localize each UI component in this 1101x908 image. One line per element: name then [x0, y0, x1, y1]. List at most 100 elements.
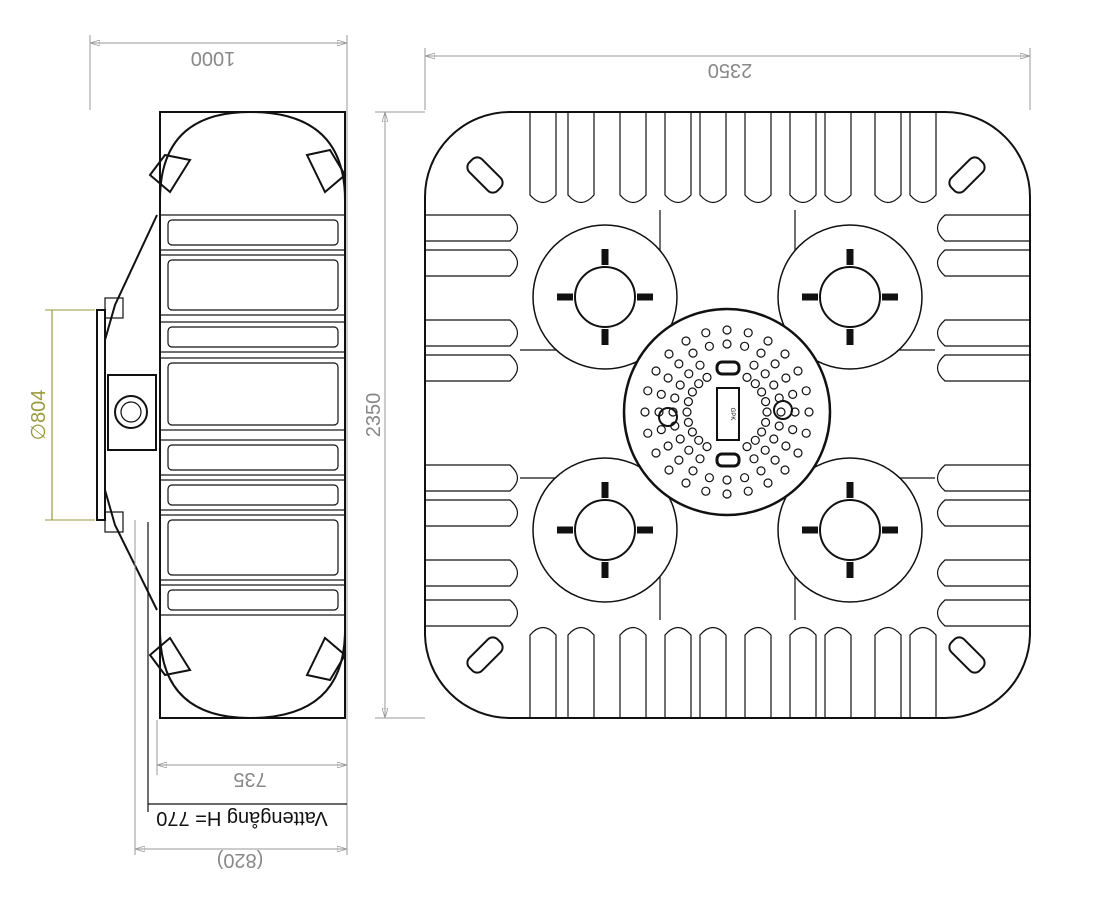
vent-hole: [769, 434, 779, 444]
lid-handle[interactable]: [715, 452, 741, 468]
lid-handle[interactable]: [715, 360, 741, 376]
vent-hole: [675, 434, 685, 444]
rib-channel-top: [909, 112, 937, 204]
rib-channel-right: [936, 499, 1030, 527]
sump-inner: [819, 499, 881, 561]
vent-hole: [704, 473, 715, 483]
vent-hole: [756, 427, 767, 437]
vent-hole: [674, 455, 684, 465]
rib-channel-right: [936, 559, 1030, 587]
rib-channel-bottom: [567, 626, 595, 718]
vent-hole: [750, 435, 760, 445]
vent-hole: [780, 465, 790, 475]
lifting-lug: [148, 636, 192, 677]
rib-channel-left: [425, 464, 519, 492]
vent-hole: [684, 445, 694, 455]
rib-channel-bottom: [789, 626, 817, 718]
vent-hole: [663, 441, 673, 451]
rib-channel-right: [936, 354, 1030, 382]
manhole-lid: [622, 307, 832, 517]
side-view-body-outline: [159, 111, 346, 719]
vent-hole: [756, 466, 766, 476]
vent-hole: [770, 455, 780, 465]
vent-hole: [762, 407, 772, 417]
vent-hole: [750, 379, 760, 389]
inlet-pipe: [114, 395, 148, 429]
side-rib: [159, 514, 346, 581]
side-view-dimensions: 1000 735 Vattengång H= 770 (820) ∅804: [28, 35, 348, 871]
vent-hole: [656, 389, 666, 399]
vent-hole: [722, 339, 732, 349]
vent-hole: [749, 454, 759, 464]
rib-channel-right: [936, 319, 1030, 347]
vent-hole: [695, 360, 705, 370]
corner-lug: [948, 636, 986, 674]
corner-lug: [466, 156, 504, 194]
vent-hole: [668, 407, 678, 417]
vent-hole: [651, 448, 661, 458]
vent-hole: [694, 379, 704, 389]
side-view: [96, 110, 347, 720]
rib-channel-top: [744, 112, 772, 204]
vent-hole: [801, 428, 811, 438]
vent-hole: [683, 417, 694, 427]
vent-hole: [702, 372, 712, 382]
side-rib-inner: [167, 219, 339, 246]
rib-channel-bottom: [529, 626, 557, 718]
vent-hole: [739, 473, 750, 483]
vent-hole: [742, 372, 752, 382]
top-view-sumps: [532, 224, 923, 603]
vent-hole: [701, 328, 711, 338]
rib-channel-left: [425, 249, 519, 277]
corner-lug: [948, 156, 986, 194]
vent-hole: [763, 478, 773, 488]
rib-channel-left: [425, 559, 519, 587]
sump-outer: [777, 457, 923, 603]
side-rib-inner: [167, 484, 339, 506]
top-view-dimensions: 2350 2350: [363, 48, 1031, 719]
dim-735: 735: [233, 768, 266, 790]
vent-hole: [793, 366, 803, 376]
vent-hole: [687, 387, 698, 397]
vent-hole: [722, 325, 732, 335]
vent-hole: [756, 387, 767, 397]
lid-logo-plate: [716, 387, 740, 441]
vent-hole: [688, 466, 698, 476]
vent-hole: [681, 478, 691, 488]
sump-inner: [819, 266, 881, 328]
rib-channel-top: [567, 112, 595, 204]
vent-hole: [683, 397, 694, 407]
vent-hole: [743, 486, 753, 496]
neck-collar: [104, 297, 124, 319]
rib-channel-left: [425, 214, 519, 242]
sump-inner: [574, 499, 636, 561]
rib-channel-bottom: [664, 626, 692, 718]
vent-hole: [663, 373, 673, 383]
vent-hole: [776, 407, 786, 417]
neck-collar: [104, 511, 124, 533]
rib-channel-left: [425, 319, 519, 347]
vent-hole: [664, 465, 674, 475]
side-view-bottom-arc: [159, 629, 346, 720]
vent-hole: [781, 373, 791, 383]
side-rib-inner: [167, 326, 339, 348]
vent-hole: [681, 336, 691, 346]
side-rib: [159, 584, 346, 616]
lid-lock[interactable]: [773, 400, 793, 420]
inlet-pipe-inner: [120, 401, 142, 423]
vent-hole: [749, 360, 759, 370]
vent-hole: [801, 386, 811, 396]
lid-lock[interactable]: [658, 407, 678, 427]
rib-channel-bottom: [824, 626, 852, 718]
vent-hole: [702, 442, 712, 452]
inlet-height-label: Vattengång H= 770: [156, 807, 327, 829]
vent-hole: [722, 489, 732, 499]
rib-channel-top: [664, 112, 692, 204]
side-rib: [159, 357, 346, 431]
tank-outline: [424, 111, 1031, 719]
rib-channel-top: [789, 112, 817, 204]
rib-channel-right: [936, 464, 1030, 492]
vent-hole: [743, 328, 753, 338]
dim-top-height-2350: 2350: [363, 393, 385, 438]
sump-outer: [777, 224, 923, 370]
